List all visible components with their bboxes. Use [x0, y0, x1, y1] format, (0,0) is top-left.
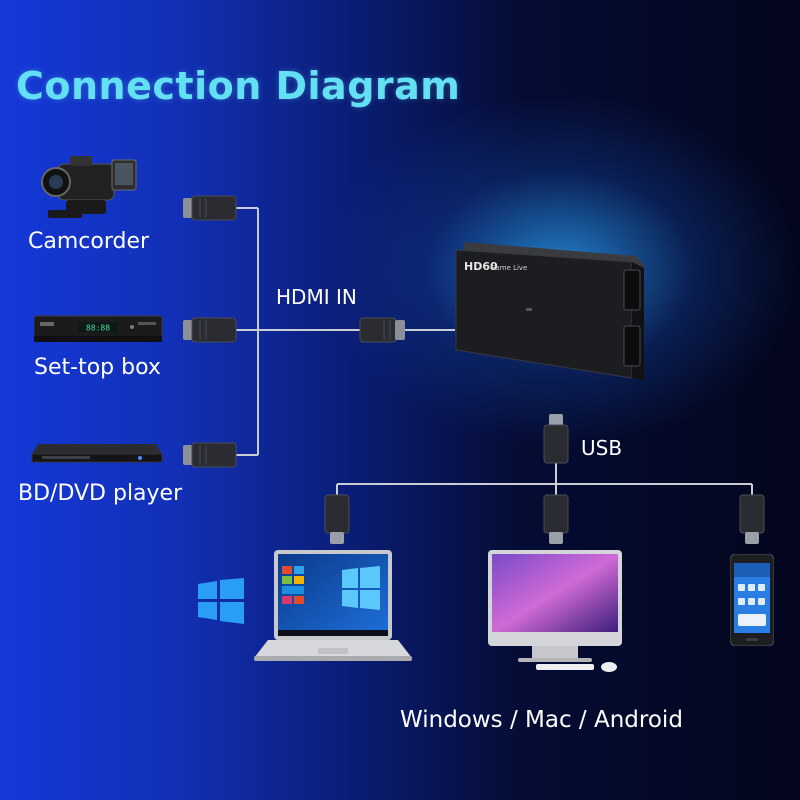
- usb-plug-capture-output: [543, 414, 569, 464]
- set-top-box-icon: 88:88: [34, 315, 163, 342]
- windows-logo-icon: [198, 578, 244, 624]
- platforms-label: Windows / Mac / Android: [400, 707, 683, 733]
- hdmi-plug-settop: [183, 317, 237, 343]
- hdmi-in-label: HDMI IN: [276, 285, 357, 309]
- set-top-box-label: Set-top box: [34, 355, 161, 380]
- hdmi-plug-camcorder: [183, 195, 237, 221]
- hdmi-port-in: [623, 269, 641, 311]
- laptop-icon: [254, 550, 412, 661]
- desktop-monitor-icon: [488, 550, 622, 672]
- usb-plug-laptop: [324, 494, 350, 544]
- camcorder-icon: [41, 156, 137, 218]
- hdmi-port-out: [623, 325, 641, 367]
- capture-card-brand: HD60: [464, 260, 498, 273]
- capture-card-icon: HD60 Game Live: [455, 242, 646, 380]
- hdmi-plug-dvd: [183, 442, 237, 468]
- page-title: Connection Diagram: [16, 64, 461, 108]
- usb-plug-phone: [739, 494, 765, 544]
- camcorder-label: Camcorder: [28, 229, 150, 254]
- dvd-player-label: BD/DVD player: [18, 481, 183, 506]
- usb-label: USB: [581, 436, 623, 460]
- capture-card-model: Game Live: [490, 264, 527, 272]
- settop-display-text: 88:88: [86, 324, 110, 333]
- android-phone-icon: [730, 554, 774, 646]
- dvd-player-icon: [31, 444, 163, 463]
- usb-plug-monitor: [543, 494, 569, 544]
- hdmi-plug-capture-input: [359, 317, 405, 343]
